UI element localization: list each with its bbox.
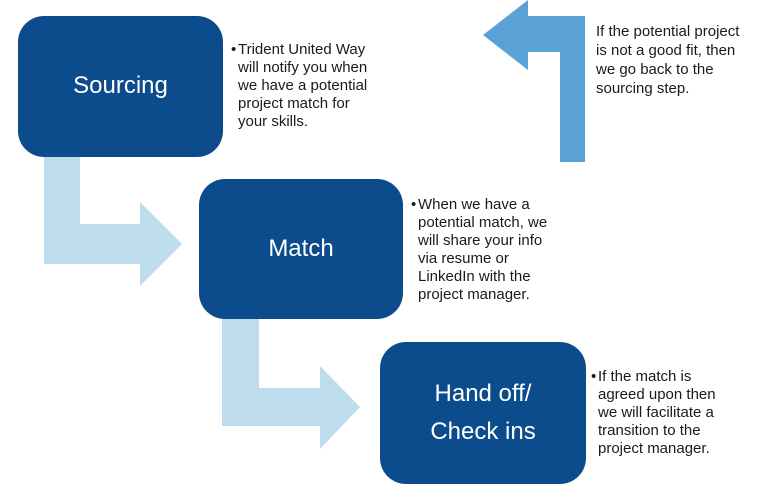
step-handoff: Hand off/ Check ins	[380, 342, 586, 484]
description-line: LinkedIn with the	[418, 268, 531, 285]
description-line: When we have a	[418, 196, 530, 213]
step-handoff-label-line-2: Check ins	[430, 418, 536, 445]
description-line: agreed upon then	[598, 386, 716, 403]
step-sourcing-label: Sourcing	[73, 72, 168, 100]
step-sourcing: Sourcing	[18, 16, 223, 157]
return-note-line: is not a good fit, then	[596, 42, 736, 59]
step-match: Match	[199, 179, 403, 319]
description-line: your skills.	[238, 113, 309, 130]
description-line: via resume or	[418, 250, 509, 267]
return-note: If the potential project is not a good f…	[596, 22, 774, 98]
return-note-line: we go back to the	[596, 61, 714, 78]
arrow-match-to-handoff	[222, 319, 360, 449]
description-line: Trident United Way	[238, 41, 366, 58]
return-note-line: sourcing step.	[596, 80, 690, 97]
description-line: we will facilitate a	[598, 404, 714, 421]
return-note-line: If the potential project	[596, 23, 740, 40]
description-match: • When we have a potential match, we wil…	[411, 196, 578, 304]
description-line: will share your info	[418, 232, 543, 249]
description-line: If the match is	[598, 368, 692, 385]
description-sourcing: • Trident United Way will notify you whe…	[231, 41, 403, 131]
description-handoff: • If the match is agreed upon then we wi…	[591, 368, 758, 458]
return-arrow-to-sourcing	[483, 0, 585, 162]
description-line: project manager.	[418, 286, 530, 303]
step-match-label: Match	[268, 234, 334, 262]
arrow-sourcing-to-match	[44, 157, 182, 286]
step-handoff-label-line-1: Hand off/	[434, 379, 532, 407]
bullet-dot: •	[231, 41, 237, 58]
description-line: potential match, we	[418, 214, 548, 231]
bullet-dot: •	[591, 368, 597, 385]
bullet-dot: •	[411, 196, 417, 213]
description-line: transition to the	[598, 422, 701, 439]
description-line: we have a potential	[238, 77, 368, 94]
description-line: project manager.	[598, 440, 710, 457]
description-line: will notify you when	[238, 59, 368, 76]
description-line: project match for	[238, 95, 350, 112]
